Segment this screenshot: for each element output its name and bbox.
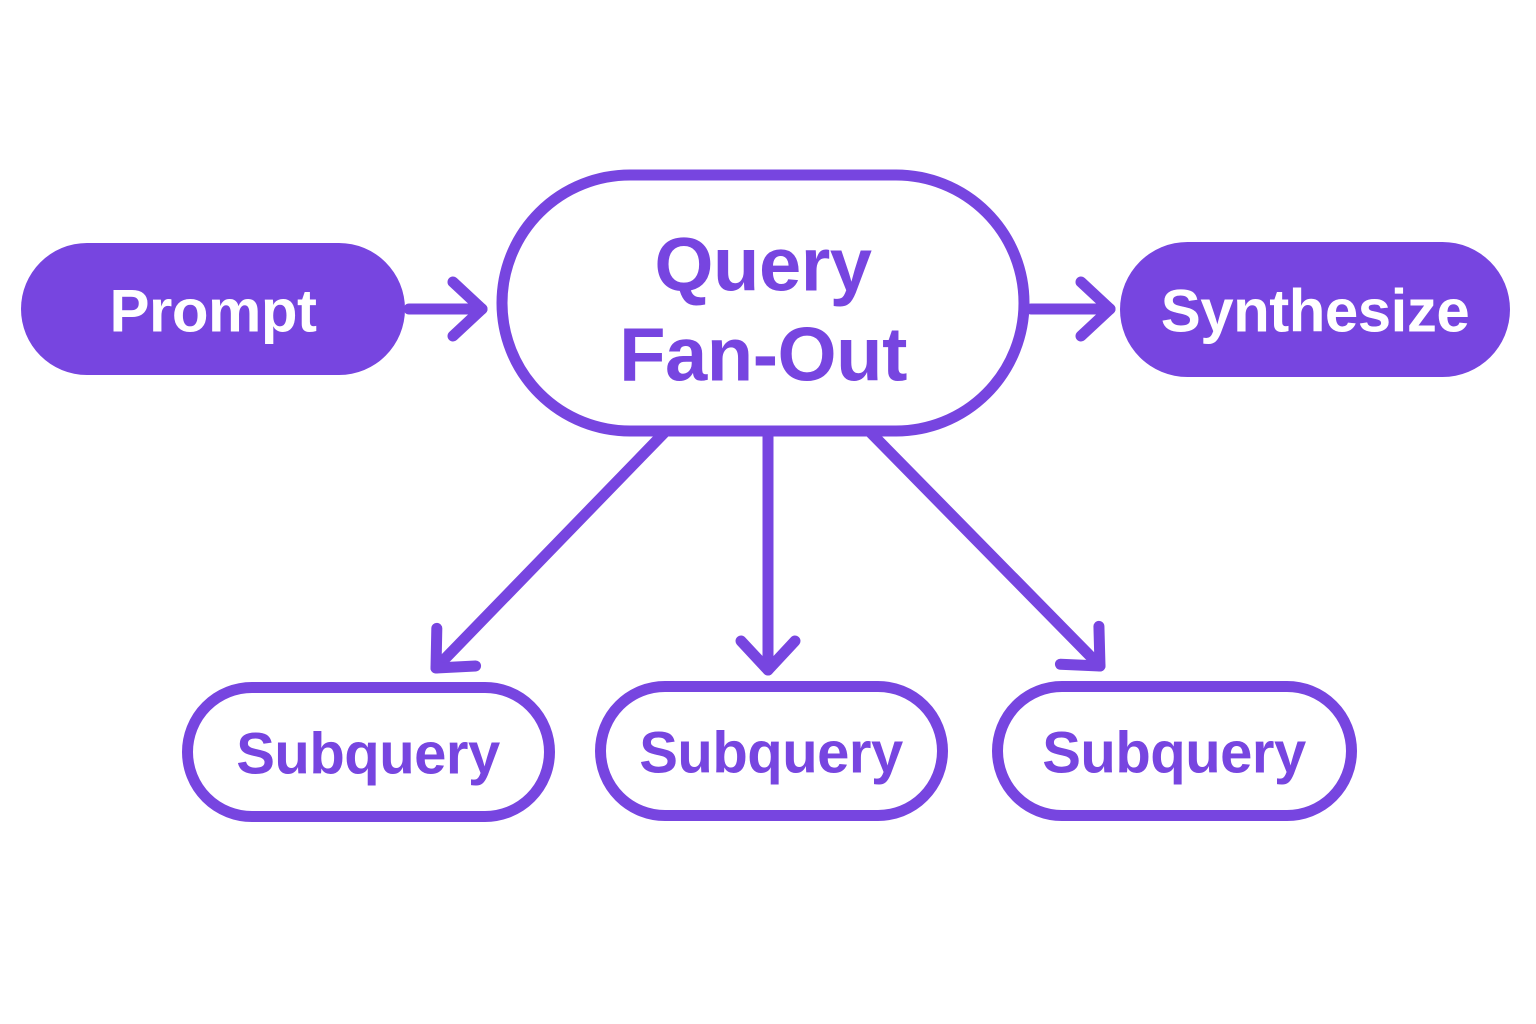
arrow-fanout-to-subquery-1	[430, 427, 670, 674]
subquery-3-shape	[992, 681, 1357, 821]
edges	[403, 276, 1116, 676]
subquery-3-label: Subquery	[1042, 721, 1306, 786]
arrow-fanout-to-subquery-3	[865, 427, 1106, 672]
query-fan-out-shape	[496, 169, 1030, 437]
prompt-label: Prompt	[110, 278, 318, 345]
prompt-pill-shape	[21, 243, 405, 375]
subquery-2-shape	[595, 681, 948, 821]
subquery-1-shape	[182, 682, 555, 822]
node-subquery-1: Subquery	[182, 682, 555, 822]
query-fan-out-label-line2: Fan-Out	[619, 313, 907, 398]
node-subquery-2: Subquery	[595, 681, 948, 821]
subquery-1-label: Subquery	[236, 722, 500, 787]
query-fan-out-label-line1: Query	[654, 223, 871, 308]
subquery-2-label: Subquery	[639, 721, 903, 786]
node-prompt: Prompt	[21, 243, 405, 375]
synthesize-label: Synthesize	[1161, 278, 1469, 345]
node-synthesize: Synthesize	[1120, 242, 1510, 377]
node-query-fan-out: Query Fan-Out	[496, 169, 1030, 437]
node-subquery-3: Subquery	[992, 681, 1357, 821]
synthesize-pill-shape	[1120, 242, 1510, 377]
